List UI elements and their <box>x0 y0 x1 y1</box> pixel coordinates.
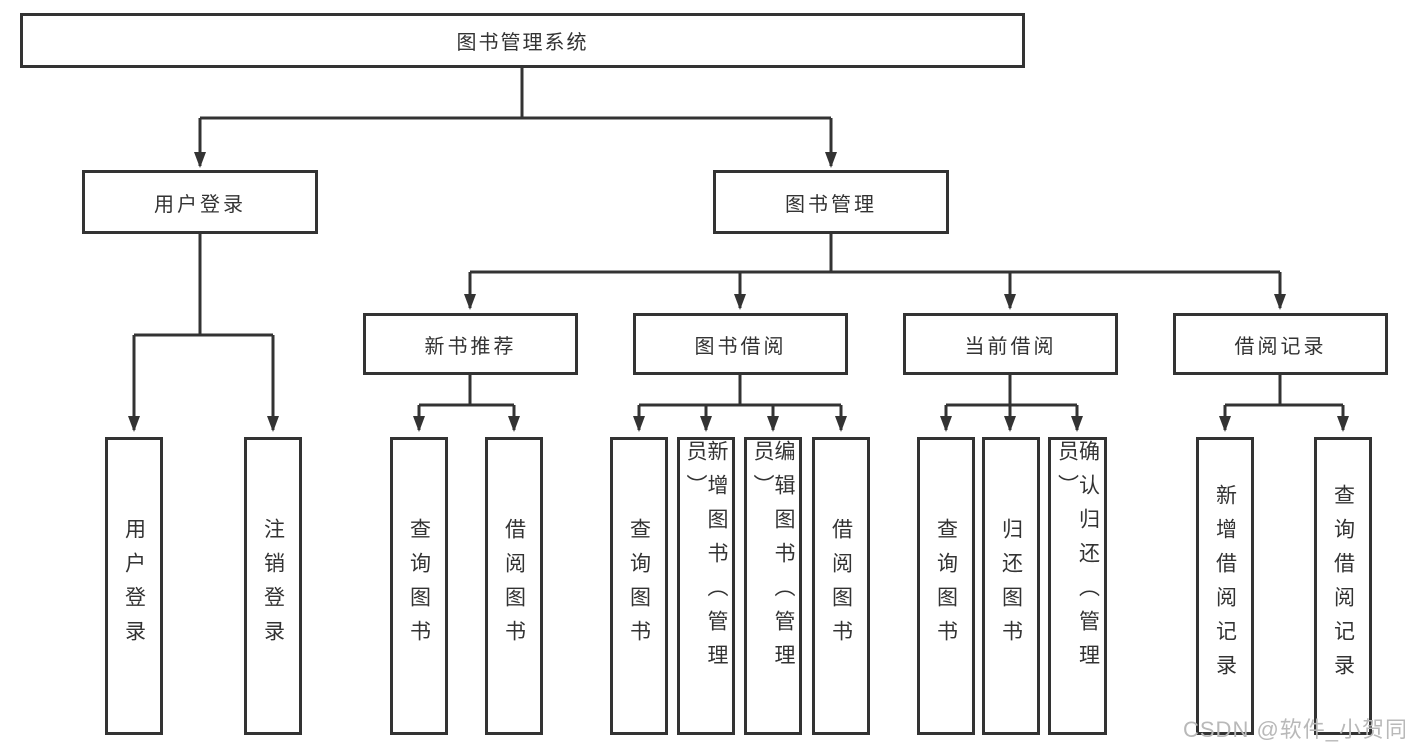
node-user-login: 用户登录 <box>82 170 318 234</box>
watermark-text: CSDN @软件_小贺同学 <box>1183 717 1405 742</box>
rail-book-management <box>470 234 1280 274</box>
leaf-return-books: 归还图书 <box>982 437 1040 735</box>
rail-root <box>200 68 831 120</box>
node-new-book-recommend-label: 新书推荐 <box>424 335 517 358</box>
node-root-label: 图书管理系统 <box>456 32 589 54</box>
rail-user-login <box>134 234 273 337</box>
leaf-logout: 注销登录 <box>244 437 302 735</box>
node-new-book-recommend: 新书推荐 <box>363 313 578 375</box>
leaf-edit-book-admin: 编辑图书（管理员） <box>744 437 802 735</box>
leaf-borrow-books: 借阅图书 <box>812 437 870 735</box>
leaf-query-borrow-record: 查询借阅记录 <box>1314 437 1372 735</box>
leaf-add-book-admin: 新增图书（管理员） <box>677 437 735 735</box>
node-book-borrow: 图书借阅 <box>633 313 848 375</box>
rail-book-borrow <box>639 375 841 407</box>
node-root: 图书管理系统 <box>20 13 1025 68</box>
node-borrow-records-label: 借阅记录 <box>1234 335 1327 358</box>
node-current-borrow: 当前借阅 <box>903 313 1118 375</box>
leaf-query-books-borrow: 查询图书 <box>610 437 668 735</box>
node-user-login-label: 用户登录 <box>154 193 246 216</box>
leaf-query-books-recommend: 查询图书 <box>390 437 448 735</box>
leaf-confirm-return-admin: 确认归还（管理员） <box>1048 437 1107 735</box>
rail-borrow-records <box>1225 375 1343 407</box>
node-book-management-label: 图书管理 <box>785 193 877 216</box>
node-book-borrow-label: 图书借阅 <box>694 335 787 358</box>
leaf-user-login: 用户登录 <box>105 437 163 735</box>
node-borrow-records: 借阅记录 <box>1173 313 1388 375</box>
leaf-query-books-current: 查询图书 <box>917 437 975 735</box>
rail-current-borrow <box>946 375 1077 407</box>
rail-new-book <box>419 375 514 407</box>
leaf-borrow-books-recommend: 借阅图书 <box>485 437 543 735</box>
node-book-management: 图书管理 <box>713 170 949 234</box>
leaf-add-borrow-record: 新增借阅记录 <box>1196 437 1254 735</box>
node-current-borrow-label: 当前借阅 <box>964 335 1057 358</box>
